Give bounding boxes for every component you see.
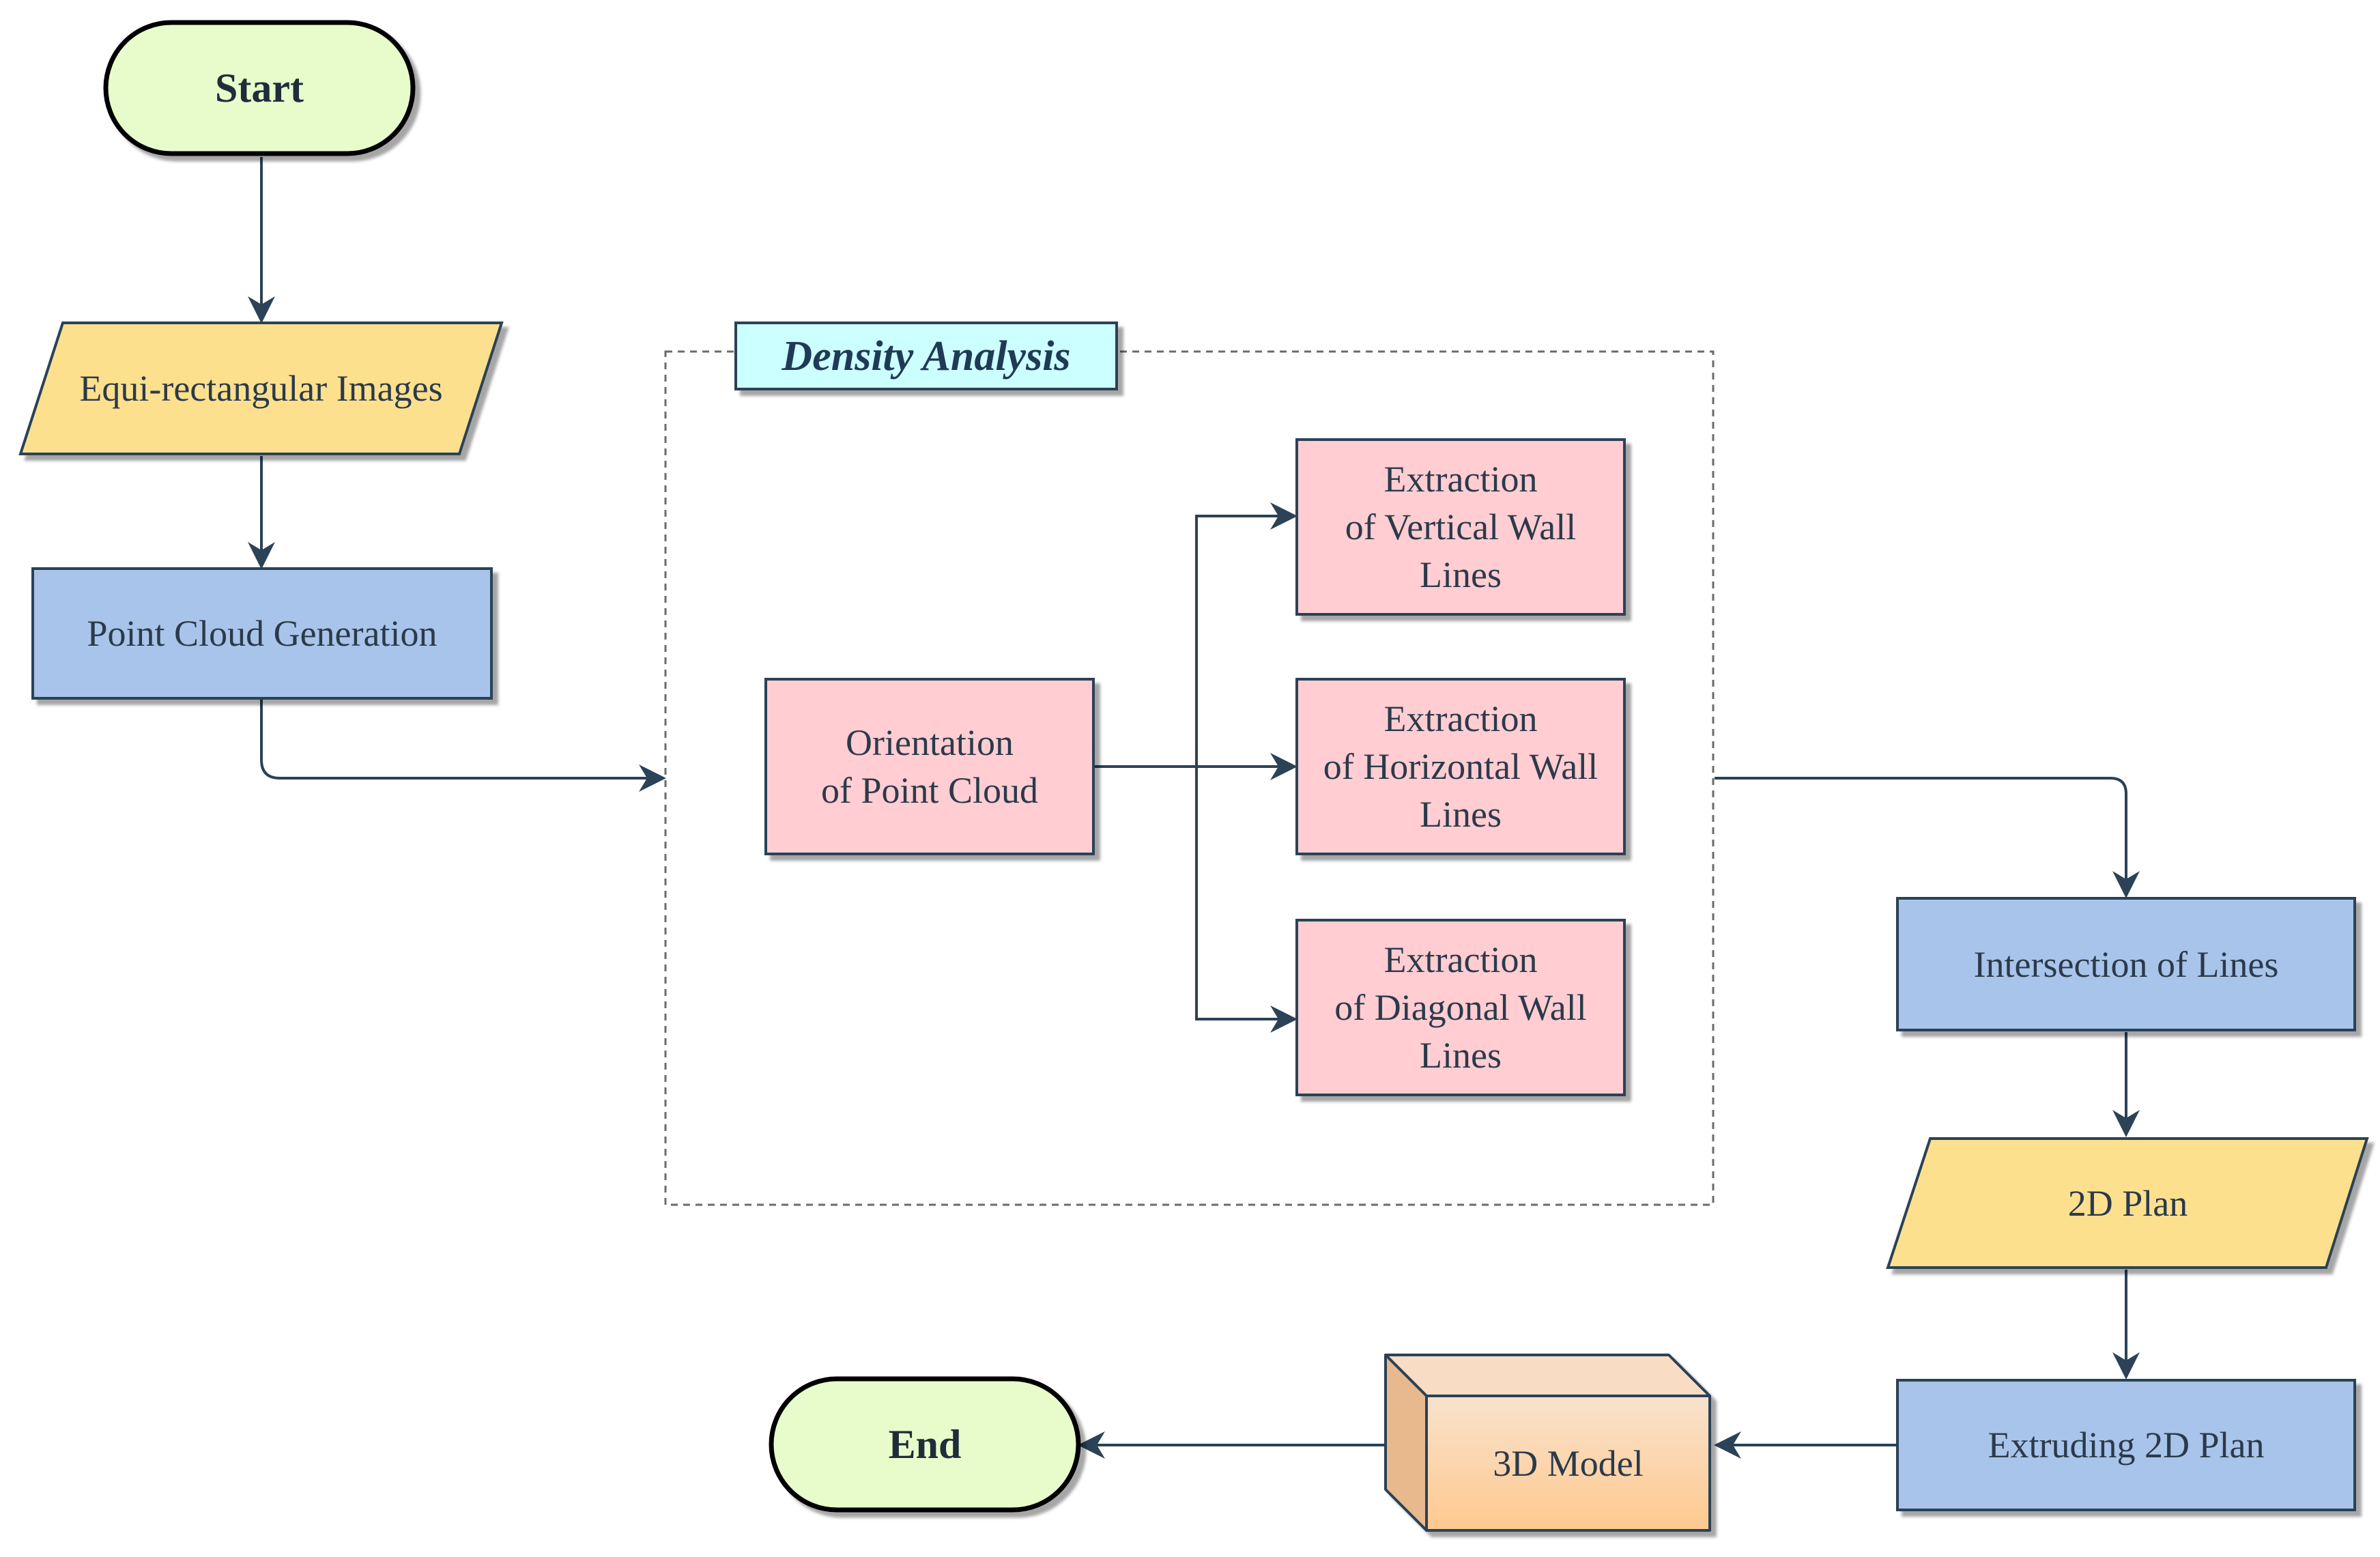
orientation-label: Orientation of Point Cloud (820, 722, 1039, 811)
horizontal-extraction-process (1295, 678, 1626, 855)
point-cloud-generation-process (31, 567, 493, 700)
intersection-process (1896, 897, 2356, 1031)
edge-pointcloud-to-density (260, 700, 666, 792)
3d-model-cube (1384, 1354, 1711, 1532)
2d-plan-label: 2D Plan (2067, 1182, 2188, 1224)
edge-orientation-to-vertical (1195, 502, 1297, 767)
equirect-images-data (18, 322, 504, 455)
connectors (248, 157, 2140, 1459)
diagonal-extraction-process (1295, 919, 1626, 1096)
vertical-extraction-label: Extraction of Vertical Wall Lines (1345, 459, 1577, 595)
edge-orientation-to-diagonal (1195, 767, 1297, 1033)
orientation-process (764, 678, 1095, 855)
horizontal-extraction-label: Extraction of Horizontal Wall Lines (1323, 698, 1598, 835)
density-analysis-title-box (734, 322, 1118, 390)
start-label: Start (215, 66, 304, 111)
extruding-process (1896, 1379, 2356, 1511)
density-analysis-group (664, 350, 1715, 1206)
equirect-images-label: Equi-rectangular Images (79, 368, 443, 409)
end-terminal (769, 1376, 1081, 1513)
start-terminal (103, 20, 416, 156)
end-label: End (888, 1422, 962, 1467)
point-cloud-generation-label: Point Cloud Generation (87, 613, 438, 654)
vertical-extraction-process (1295, 438, 1626, 616)
extruding-label: Extruding 2D Plan (1988, 1425, 2265, 1466)
intersection-label: Intersection of Lines (1973, 943, 2279, 985)
3d-model-label: 3D Model (1493, 1442, 1644, 1484)
edge-density-to-intersection (1715, 777, 2140, 898)
diagonal-extraction-label: Extraction of Diagonal Wall Lines (1334, 939, 1587, 1076)
density-analysis-title: Density Analysis (782, 332, 1071, 380)
2d-plan-data (1886, 1137, 2369, 1269)
